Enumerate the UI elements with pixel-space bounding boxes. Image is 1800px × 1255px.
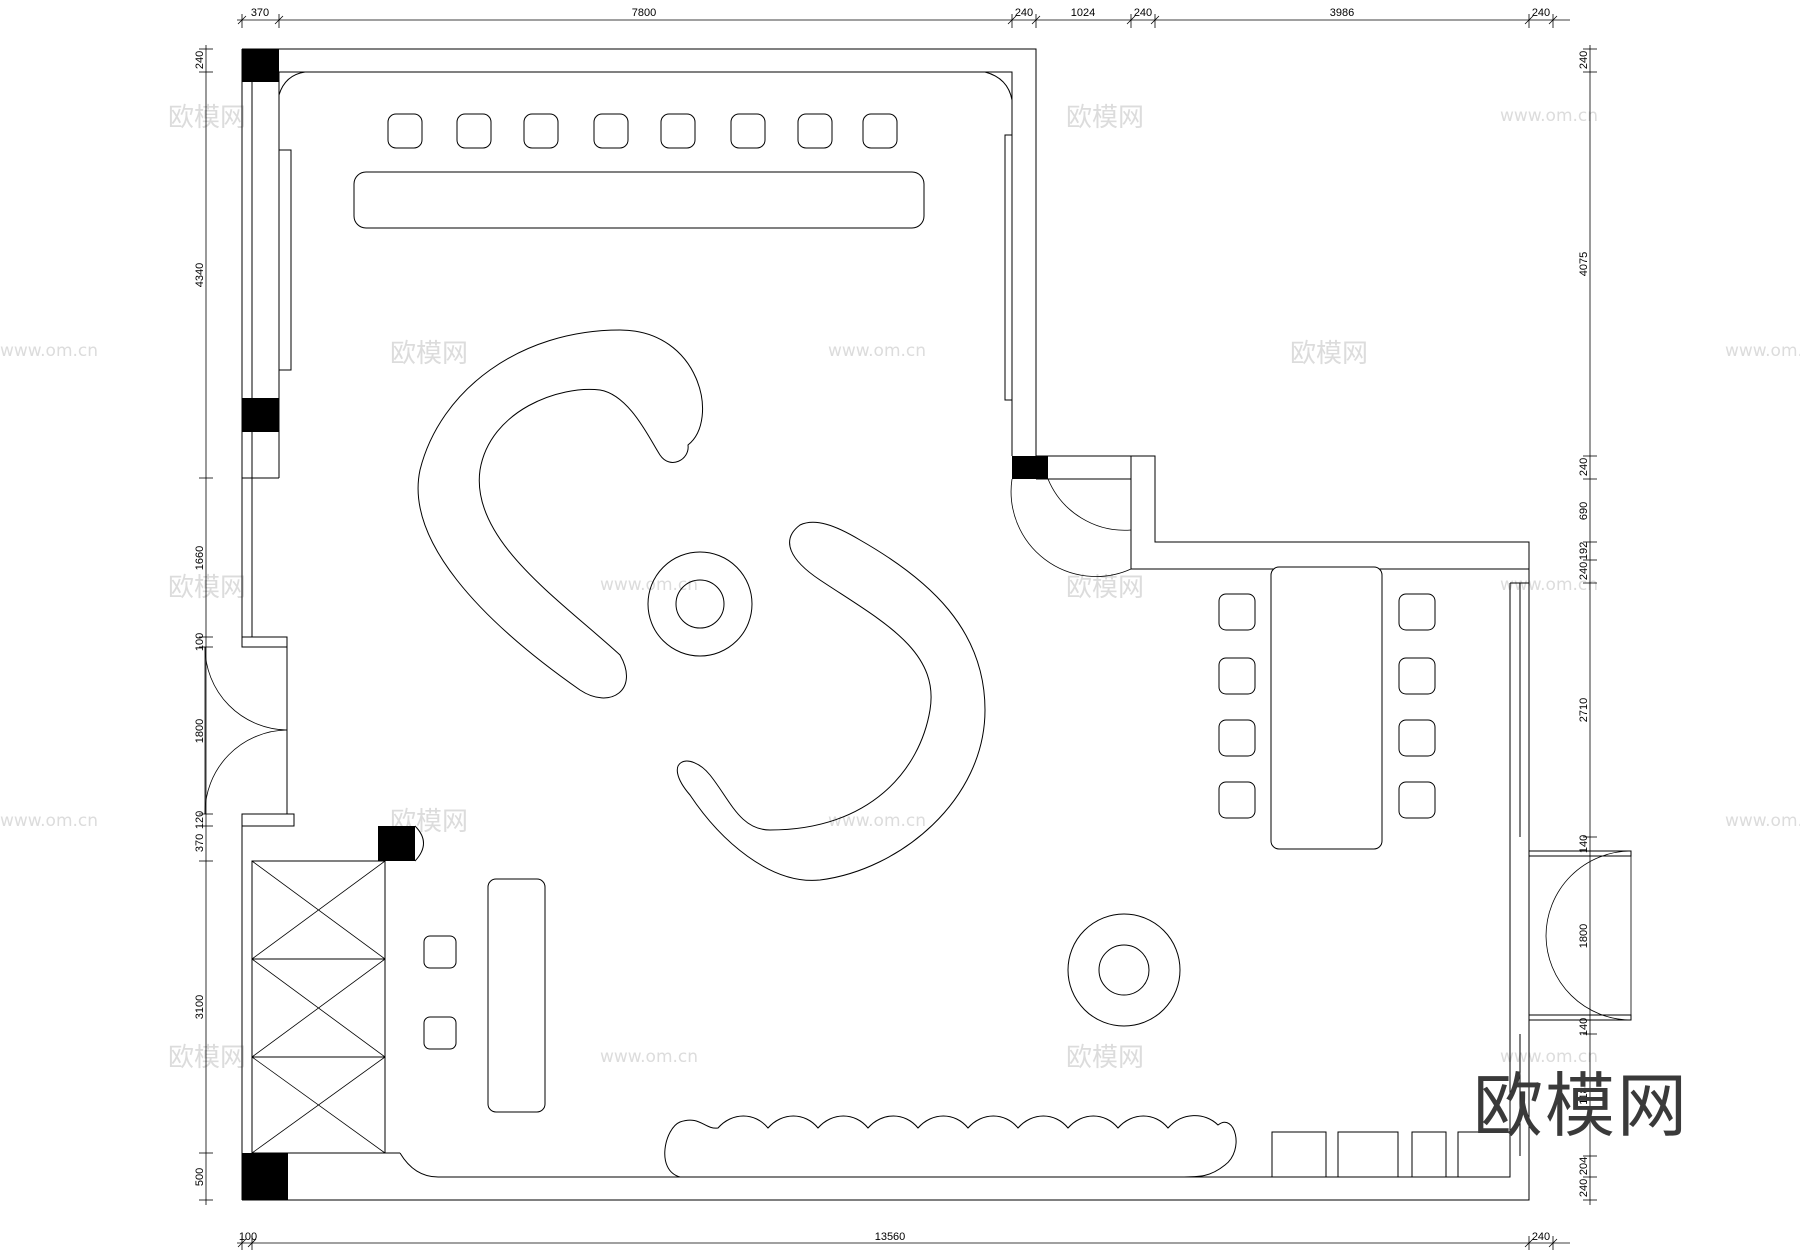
watermark-url: www.om.cn — [0, 811, 98, 831]
watermark-logo: 欧模网 — [168, 103, 246, 133]
watermark-url: www.om.cn — [600, 1047, 698, 1067]
watermark-logo: 欧模网 — [1066, 573, 1144, 603]
meeting-table-set — [1218, 566, 1436, 850]
dimension-lines: 370 7800 240 1024 240 3986 240 100 13560… — [194, 7, 1597, 1250]
storage-cabinets — [251, 860, 400, 1154]
watermark-logo: 欧模网 — [1066, 103, 1144, 133]
watermark-url: www.om.cn — [828, 811, 926, 831]
watermark-url: www.om.cn — [1725, 341, 1800, 361]
dim-right-6: 240 — [1578, 562, 1590, 580]
doors — [204, 478, 1632, 1021]
side-table — [423, 878, 546, 1113]
dim-left-3: 1660 — [194, 546, 206, 570]
dim-right-7: 2710 — [1578, 698, 1590, 722]
dim-left-7: 370 — [194, 834, 206, 852]
watermark-logo: 欧模网 — [168, 573, 246, 603]
dim-right-8: 140 — [1578, 835, 1590, 853]
dim-right-11: 118 — [1578, 1087, 1590, 1105]
watermark-url: www.om.cn — [1500, 575, 1598, 595]
dim-right-3: 240 — [1578, 458, 1590, 476]
dim-left-5: 1800 — [194, 719, 206, 743]
dim-left-4: 100 — [194, 633, 206, 651]
watermark-url: www.om.cn — [1500, 1047, 1598, 1067]
watermark-url: www.om.cn — [1725, 811, 1800, 831]
rounded-corners — [278, 71, 1013, 101]
dim-left-9: 500 — [194, 1168, 206, 1186]
watermark-url: www.om.cn — [0, 341, 98, 361]
dim-top-5: 240 — [1134, 7, 1152, 19]
wave-bench — [664, 1115, 1237, 1178]
dim-right-12: 204 — [1578, 1157, 1590, 1175]
watermark-logo: 欧模网 — [1066, 1043, 1144, 1073]
dim-left-1: 240 — [194, 51, 206, 69]
brand-watermark: 欧模网 — [1473, 1065, 1689, 1147]
dim-right-1: 240 — [1578, 51, 1590, 69]
watermark-url: www.om.cn — [600, 575, 698, 595]
dim-top-2: 7800 — [632, 7, 656, 19]
dim-top-3: 240 — [1015, 7, 1033, 19]
counter-with-stools — [353, 113, 925, 229]
dim-top-7: 240 — [1532, 7, 1550, 19]
dim-right-10: 140 — [1578, 1018, 1590, 1036]
watermark-logo: 欧模网 — [168, 1043, 246, 1073]
dim-top-6: 3986 — [1330, 7, 1354, 19]
dim-right-5: 192 — [1578, 542, 1590, 560]
dim-right-4: 690 — [1578, 502, 1590, 520]
watermark-layer: 欧模网 欧模网 www.om.cn www.om.cn 欧模网 www.om.c… — [0, 103, 1800, 1073]
dim-left-2: 4340 — [194, 263, 206, 287]
storage-boxes — [1271, 1131, 1511, 1178]
watermark-url: www.om.cn — [1500, 106, 1598, 126]
round-tables — [647, 551, 1181, 1027]
dim-top-1: 370 — [251, 7, 269, 19]
dim-bottom-1: 100 — [239, 1231, 257, 1243]
dim-left-6: 120 — [194, 811, 206, 829]
watermark-logo: 欧模网 — [1290, 339, 1368, 369]
watermark-logo: 欧模网 — [390, 339, 468, 369]
dim-top-4: 1024 — [1071, 7, 1095, 19]
dim-left-8: 3100 — [194, 995, 206, 1019]
dim-right-9: 1800 — [1578, 924, 1590, 948]
dim-right-2: 4075 — [1578, 252, 1590, 276]
dim-bottom-3: 240 — [1532, 1231, 1550, 1243]
curved-seating — [417, 329, 986, 881]
dim-right-13: 240 — [1578, 1179, 1590, 1197]
watermark-url: www.om.cn — [828, 341, 926, 361]
dim-bottom-2: 13560 — [875, 1231, 906, 1243]
structural-columns — [242, 49, 1048, 1200]
